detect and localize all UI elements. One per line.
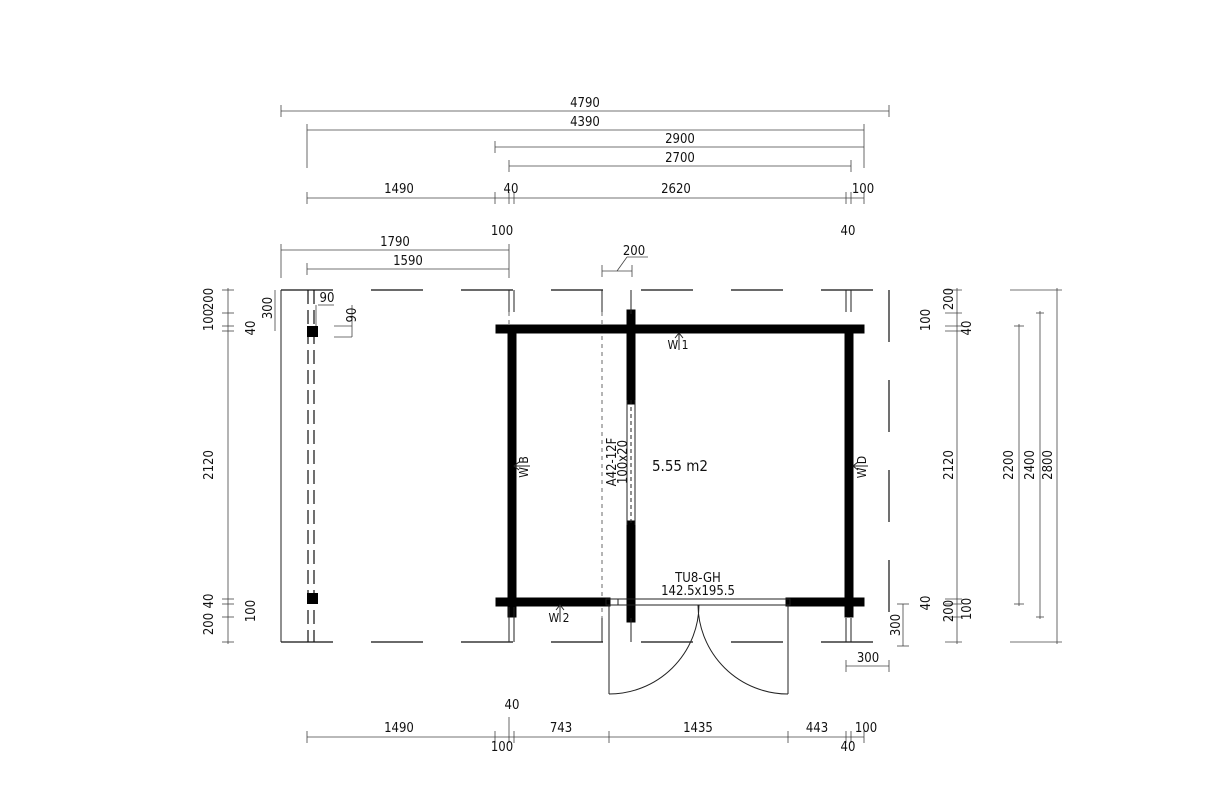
dim-4790: 4790 bbox=[570, 96, 600, 111]
bottom-dim-1490: 1490 bbox=[384, 721, 414, 736]
bottom-dim-100-below: 100 bbox=[491, 740, 513, 755]
post-top bbox=[307, 326, 318, 337]
dim-200-canopy: 200 bbox=[623, 244, 645, 259]
dim-1490-top: 1490 bbox=[384, 182, 414, 197]
right-dim-300-horiz: 300 bbox=[857, 651, 879, 666]
right-dim-2120: 2120 bbox=[942, 450, 957, 480]
double-door: TU8-GH 142.5x195.5 bbox=[605, 571, 791, 695]
window-size: 100x20 bbox=[616, 440, 631, 484]
left-dim-100-bot: 100 bbox=[244, 600, 259, 622]
bottom-dim-743: 743 bbox=[550, 721, 572, 736]
right-dim-300-vert: 300 bbox=[889, 614, 904, 636]
left-dim-100-top: 100 bbox=[202, 309, 217, 331]
bottom-dim-100: 100 bbox=[855, 721, 877, 736]
left-dim-200-bot: 200 bbox=[202, 613, 217, 635]
right-dim-2200: 2200 bbox=[1002, 450, 1017, 480]
right-dim-2400: 2400 bbox=[1023, 450, 1038, 480]
wall-arrow-2-icon bbox=[555, 604, 565, 622]
dim-2620-top: 2620 bbox=[661, 182, 691, 197]
dim-100-top-below: 100 bbox=[491, 224, 513, 239]
wall-arrow-b-icon bbox=[513, 461, 530, 471]
bottom-dim-40-above: 40 bbox=[505, 698, 520, 713]
room-area: 5.55 m2 bbox=[652, 457, 708, 475]
right-dimension-chain: 200 100 40 2120 40 200 100 300 300 2800 … bbox=[845, 288, 1062, 672]
top-dimension-chain: 4790 4390 2900 2700 1490 40 2620 100 100… bbox=[280, 96, 890, 239]
dim-1590: 1590 bbox=[393, 254, 423, 269]
right-dim-2800: 2800 bbox=[1041, 450, 1056, 480]
canopy-outline bbox=[280, 289, 890, 643]
wall-label-b: W B bbox=[517, 456, 531, 478]
dim-4390: 4390 bbox=[570, 115, 600, 130]
dim-90-a: 90 bbox=[320, 291, 335, 306]
wall-label-1: W 1 bbox=[668, 338, 689, 352]
dim-40-top-below: 40 bbox=[841, 224, 856, 239]
left-dim-40-bot: 40 bbox=[202, 594, 217, 609]
right-dim-40-top: 40 bbox=[960, 321, 975, 336]
dim-40-top: 40 bbox=[504, 182, 519, 197]
left-dim-40-top: 40 bbox=[244, 321, 259, 336]
wall-label-d: W D bbox=[855, 456, 869, 478]
wall-label-2: W 2 bbox=[549, 611, 570, 625]
bottom-dim-443: 443 bbox=[806, 721, 828, 736]
right-dim-200-bot: 200 bbox=[942, 600, 957, 622]
bottom-dim-40-below: 40 bbox=[841, 740, 856, 755]
door-size: 142.5x195.5 bbox=[661, 584, 735, 599]
bottom-dim-1435: 1435 bbox=[683, 721, 713, 736]
bottom-dimension-chain: 40 1490 743 1435 443 100 100 40 bbox=[306, 698, 877, 755]
post-bottom bbox=[307, 593, 318, 604]
dim-1790: 1790 bbox=[380, 235, 410, 250]
wall-arrow-d-icon bbox=[852, 461, 868, 471]
dim-100-top: 100 bbox=[852, 182, 874, 197]
right-dim-100-top: 100 bbox=[919, 309, 934, 331]
right-dim-100-bot: 100 bbox=[960, 598, 975, 620]
room-labels: 5.55 m2 A42-12F 100x20 W 1 W 2 W B W D bbox=[513, 332, 869, 625]
window-code: A42-12F bbox=[605, 437, 620, 486]
dim-90-b: 90 bbox=[345, 308, 360, 323]
right-dim-40-bot: 40 bbox=[919, 596, 934, 611]
canopy-dimensions: 1790 1590 200 bbox=[280, 235, 648, 278]
left-dim-2120: 2120 bbox=[202, 450, 217, 480]
dim-2900: 2900 bbox=[665, 132, 695, 147]
cabin-walls bbox=[495, 290, 865, 642]
dim-300-post: 300 bbox=[261, 297, 276, 319]
post-dimensions: 90 90 300 bbox=[261, 290, 360, 338]
wall-arrow-1-icon bbox=[674, 332, 684, 350]
door-code: TU8-GH bbox=[674, 571, 721, 586]
right-dim-200-top: 200 bbox=[942, 288, 957, 310]
left-dimension-chain: 200 100 40 2120 40 200 100 bbox=[202, 288, 259, 644]
left-dim-200-top: 200 bbox=[202, 288, 217, 310]
dim-2700: 2700 bbox=[665, 151, 695, 166]
